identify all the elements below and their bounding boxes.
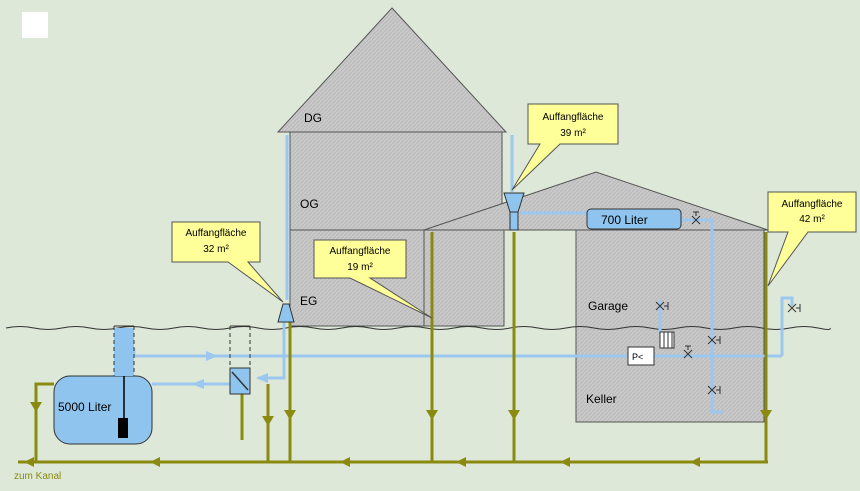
submersible-pump [118, 418, 128, 438]
filter-shaft [229, 325, 251, 395]
callout-garage-value: 42 m² [799, 214, 825, 225]
garage-keller-block [575, 229, 765, 423]
annex [423, 229, 505, 327]
funnel-eg [277, 303, 295, 323]
label-tank-roof: 700 Liter [601, 213, 648, 227]
callout-bubbles [171, 103, 857, 319]
callout-annex-value: 19 m² [347, 262, 373, 273]
label-keller: Keller [586, 392, 617, 406]
label-kanal: zum Kanal [14, 471, 61, 482]
funnel-middle [503, 192, 525, 231]
drain-arrows [24, 402, 772, 467]
roof-tank [586, 208, 682, 230]
drain-pipes [18, 232, 768, 464]
pump-box [627, 346, 655, 366]
ground-line [5, 326, 831, 330]
label-garage: Garage [588, 299, 628, 313]
label-eg: EG [300, 294, 317, 308]
callout-eg-title: Auffangfläche [186, 228, 247, 239]
label-pump: P< [632, 352, 643, 362]
callout-middle-value: 39 m² [560, 128, 586, 139]
filter-unit-icon [659, 331, 675, 349]
label-tank-main: 5000 Liter [58, 400, 111, 414]
label-og: OG [300, 197, 319, 211]
callout-middle-title: Auffangfläche [543, 112, 604, 123]
label-dg: DG [304, 111, 322, 125]
valve-icons [655, 211, 801, 395]
callout-garage-title: Auffangfläche [782, 199, 843, 210]
corner-box [22, 12, 48, 38]
flow-arrows [192, 351, 268, 389]
callout-eg-value: 32 m² [203, 244, 229, 255]
tank-shaft [114, 328, 134, 376]
callout-annex-title: Auffangfläche [330, 246, 391, 257]
